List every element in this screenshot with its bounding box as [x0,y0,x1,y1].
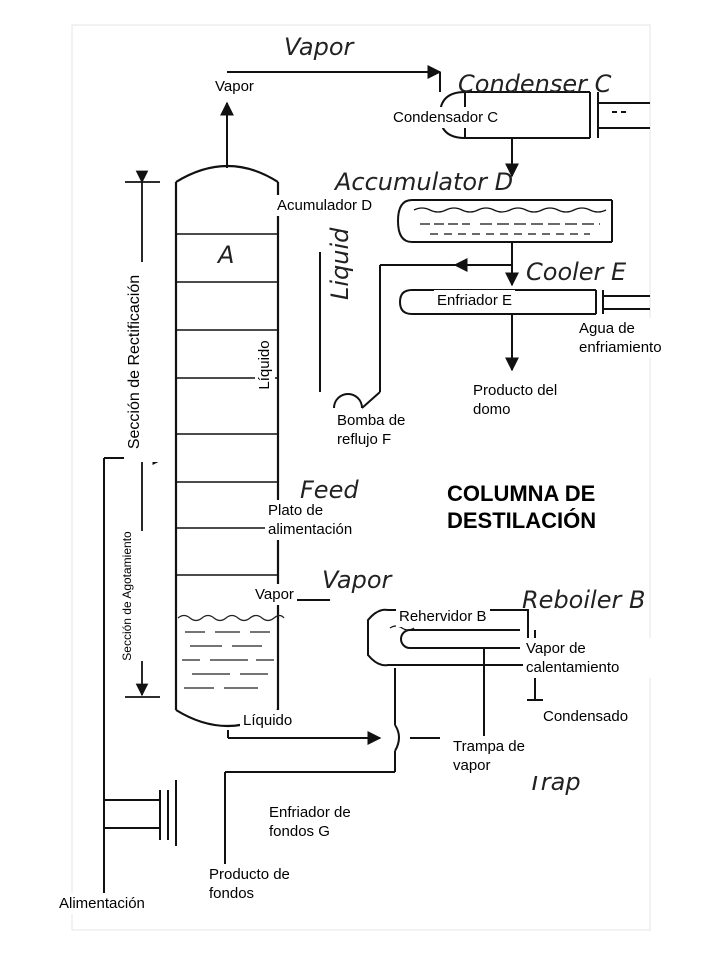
label-liquido-reflux: Líquido [255,332,275,398]
orig-reboiler: Reboiler B [522,586,645,614]
label-trampa: Trampa de vapor [450,736,548,776]
label-agua: Agua de enfriamiento [576,318,692,358]
label-condensado: Condensado [540,706,632,727]
accumulator-d [396,199,613,287]
label-rehervidor: Rehervidor B [396,606,490,627]
label-enfriador-e: Enfriador E [434,290,516,311]
orig-vapor-mid: Vapor [322,566,394,594]
overhead-vapor-line [220,65,442,168]
column-bottom-liquid [177,614,285,689]
original-handwritten-labels: Vapor Condenser C Accumulator D Cooler E… [216,33,645,796]
label-producto-domo: Producto del domo [470,380,566,420]
title-line-1: COLUMNA DE [447,481,596,506]
label-bomba: Bomba de reflujo F [334,410,430,450]
reflux-line [319,252,512,409]
label-seccion-agotamiento: Sección de Agotamiento [119,531,155,661]
page-title: COLUMNA DE DESTILACIÓN [443,478,601,536]
label-enfriador-g: Enfriador de fondos G [266,802,390,842]
condenser-c [438,91,650,178]
column-trays [176,233,278,576]
orig-accumulator: Accumulator D [333,168,513,196]
orig-condenser: Condenser C [458,70,612,98]
orig-feed: Feed [300,476,359,504]
label-condensador: Condensador C [390,107,502,128]
label-producto-fondos: Producto de fondos [206,864,312,904]
label-vapor-top: Vapor [212,76,257,97]
label-alimentacion: Alimentación [56,893,148,914]
orig-liquid: Liquid [326,227,354,300]
label-acumulador: Acumulador D [274,195,376,216]
label-seccion-rectificacion: Sección de Rectificación [124,262,168,462]
bottoms-line [224,668,440,870]
title-line-2: DESTILACIÓN [447,508,597,533]
label-liquido-bottom: Líquido [240,710,296,731]
orig-cooler: Cooler E [526,258,627,286]
label-vapor-calentamiento: Vapor de calentamiento [523,638,654,678]
label-vapor-reboiler: Vapor [252,584,297,605]
orig-a: A [216,241,234,269]
feed-line [103,451,177,905]
orig-vapor-top: Vapor [284,33,356,61]
label-plato: Plato de alimentación [265,500,383,540]
